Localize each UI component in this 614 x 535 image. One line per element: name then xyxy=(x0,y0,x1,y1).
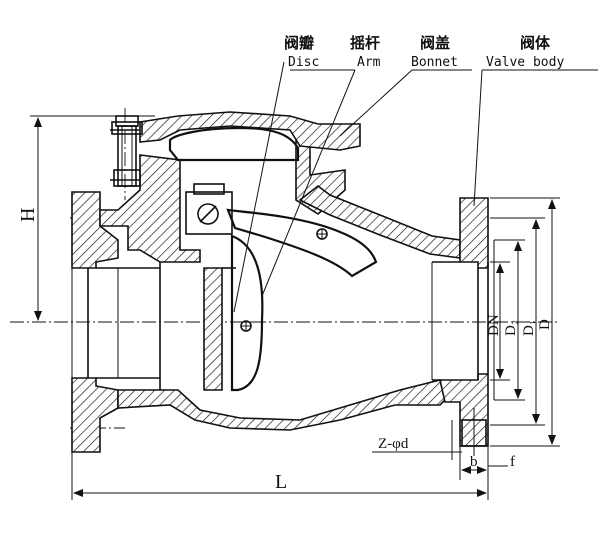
flange-thickness-label: b xyxy=(470,454,478,470)
leader-lines xyxy=(233,61,598,313)
body-label-cn: 阀体 xyxy=(520,34,551,52)
bonnet-label-cn: 阀盖 xyxy=(420,34,450,52)
bonnet xyxy=(110,111,361,181)
disc-label-cn: 阀瓣 xyxy=(284,34,314,52)
bonnet-bolt xyxy=(113,115,141,187)
raised-face-label: f xyxy=(510,454,515,470)
outlet-flange xyxy=(431,197,495,456)
bolt-holes-label: Z-φd xyxy=(378,436,409,452)
arm-label-cn: 摇杆 xyxy=(350,34,380,52)
d2-label: D₂ xyxy=(503,320,519,336)
height-label: H xyxy=(17,208,39,222)
d1-label: D₁ xyxy=(521,320,537,336)
arm-and-disc-assembly xyxy=(185,183,378,392)
dn-label: DN xyxy=(486,314,502,336)
d-label: D xyxy=(537,319,553,330)
bonnet-label-en: Bonnet xyxy=(411,55,458,70)
valve-body-shell xyxy=(99,139,461,431)
dimension-lines xyxy=(30,115,560,500)
inlet-flange xyxy=(71,191,160,453)
body-label-en: Valve body xyxy=(486,55,564,70)
arm-label-en: Arm xyxy=(357,55,381,70)
disc-label-en: Disc xyxy=(288,55,319,70)
length-label: L xyxy=(275,471,287,493)
